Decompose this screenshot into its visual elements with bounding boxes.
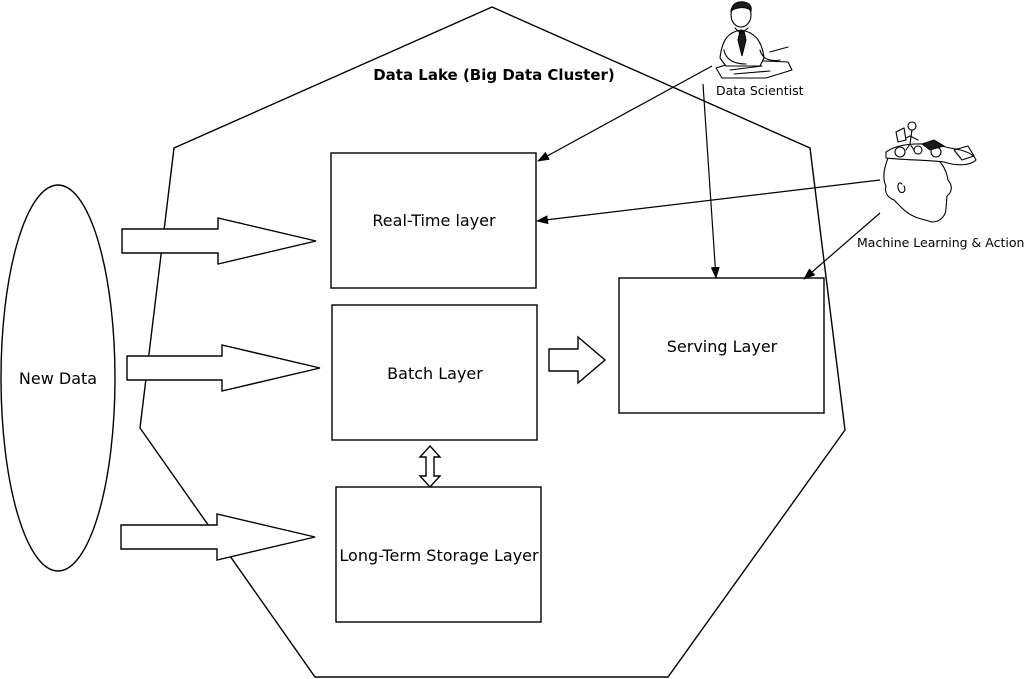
new-data-source: New Data — [0, 184, 116, 572]
data-scientist-label: Data Scientist — [716, 83, 804, 98]
serving-layer-label: Serving Layer — [667, 337, 778, 356]
new-data-label: New Data — [19, 369, 97, 388]
storage-layer-label: Long-Term Storage Layer — [339, 546, 539, 565]
line-scientist-to-realtime — [537, 65, 713, 162]
line-scientist-to-serving — [702, 83, 720, 279]
realtime-layer-label: Real-Time layer — [372, 211, 496, 230]
realtime-layer-box: Real-Time layer — [330, 152, 537, 289]
arrow-new-data-to-storage — [120, 513, 316, 561]
arrow-new-data-to-realtime — [121, 217, 317, 265]
arrow-batch-to-serving — [548, 335, 607, 385]
storage-layer-box: Long-Term Storage Layer — [335, 486, 542, 623]
serving-layer-box: Serving Layer — [618, 277, 825, 414]
arrow-batch-storage-bidirectional — [418, 444, 442, 489]
batch-layer-label: Batch Layer — [387, 364, 483, 383]
arrow-new-data-to-batch — [126, 344, 321, 392]
line-ml-to-realtime — [536, 179, 881, 225]
batch-layer-box: Batch Layer — [331, 304, 538, 441]
line-ml-to-serving — [803, 212, 881, 280]
machine-learning-label: Machine Learning & Action — [857, 235, 1024, 250]
person-at-desk-icon — [715, 1, 793, 79]
head-with-gears-icon — [883, 121, 977, 223]
diagram-title: Data Lake (Big Data Cluster) — [373, 66, 615, 84]
